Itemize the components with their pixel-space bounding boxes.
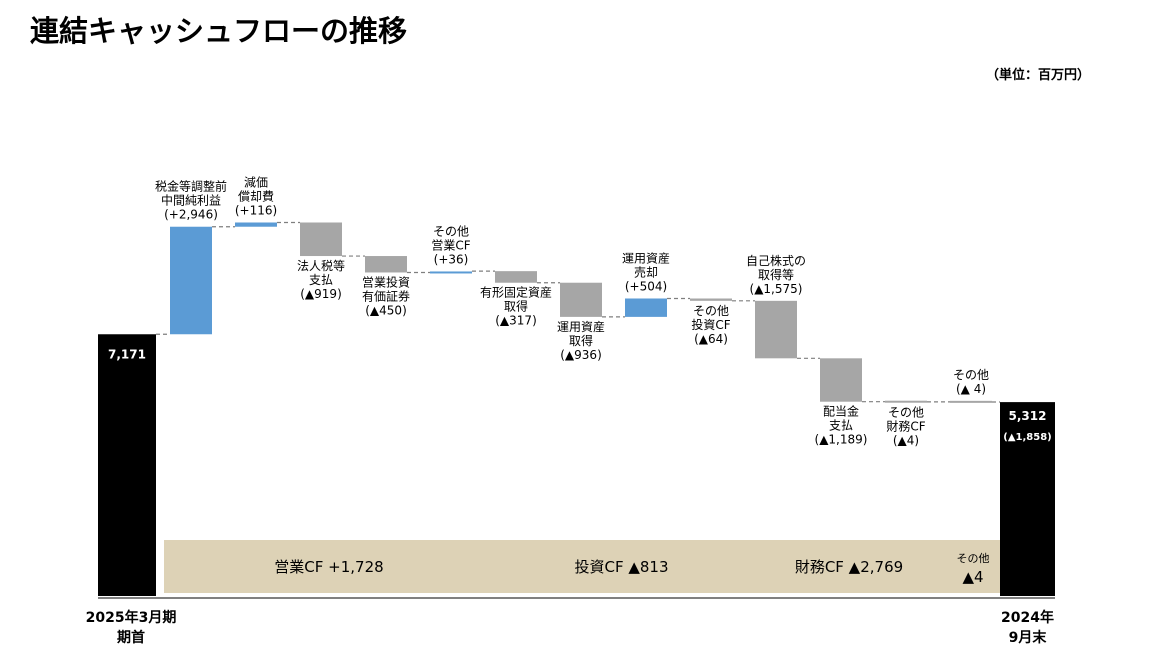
step-label-8-line-2: (▲64)	[694, 332, 728, 346]
end-axis-label-1: 9月末	[1009, 629, 1048, 646]
step-label-0-line-1: 中間純利益	[161, 193, 221, 208]
step-label-1-line-1: 償却費	[238, 188, 274, 203]
section-band-0	[164, 540, 494, 593]
section-label-3-line-1: ▲4	[962, 568, 983, 586]
step-label-1-line-0: 減価	[244, 174, 268, 189]
step-label-6-line-1: 取得	[569, 333, 593, 348]
step-label-2-line-1: 支払	[309, 273, 333, 287]
step-bar-7	[625, 298, 667, 317]
step-bar-12	[950, 400, 992, 403]
step-label-3-line-2: (▲450)	[365, 303, 407, 317]
step-label-9-line-1: 取得等	[758, 267, 794, 282]
step-label-10-line-0: 配当金	[823, 404, 859, 419]
step-label-10-line-1: 支払	[829, 419, 853, 433]
unit-label: （単位：百万円）	[985, 68, 1090, 83]
step-label-0-line-2: (+2,946)	[164, 208, 218, 222]
step-label-5-line-1: 取得	[504, 299, 528, 314]
start-axis-label-1: 期首	[117, 629, 145, 646]
step-bar-11	[885, 400, 927, 403]
step-label-7-line-2: (+504)	[625, 279, 667, 293]
start-axis-label-0: 2025年3月期	[86, 609, 177, 626]
step-label-7-line-0: 運用資産	[622, 250, 670, 265]
step-label-2-line-0: 法人税等	[297, 259, 345, 273]
step-label-5-line-2: (▲317)	[495, 314, 537, 328]
step-label-8-line-1: 投資CF	[691, 317, 730, 332]
step-bar-3	[365, 256, 407, 273]
section-label-2: 財務CF ▲2,769	[795, 558, 903, 576]
section-band-1	[489, 540, 754, 593]
step-bar-0	[170, 226, 212, 335]
step-label-12-line-0: その他	[953, 368, 989, 382]
step-label-5-line-0: 有形固定資産	[480, 285, 552, 300]
section-label-0: 営業CF +1,728	[274, 558, 383, 576]
step-label-3-line-1: 有価証券	[362, 288, 410, 303]
step-bar-6	[560, 282, 602, 317]
step-label-10-line-2: (▲1,189)	[815, 433, 868, 447]
step-label-1-line-2: (+116)	[235, 203, 277, 217]
step-label-7-line-1: 売却	[634, 264, 658, 279]
step-bar-1	[235, 222, 277, 227]
step-label-11-line-2: (▲4)	[893, 434, 919, 448]
start-bar	[98, 334, 156, 596]
step-label-4-line-2: (+36)	[434, 252, 469, 266]
page-title: 連結キャッシュフローの推移	[30, 14, 408, 48]
section-label-3-line-0: その他	[957, 552, 990, 565]
step-label-6-line-0: 運用資産	[557, 319, 605, 334]
step-label-4-line-0: その他	[433, 224, 469, 238]
step-label-4-line-1: 営業CF	[431, 238, 470, 252]
section-band-3	[944, 540, 1002, 593]
step-bar-5	[495, 271, 537, 283]
step-label-9-line-0: 自己株式の	[746, 253, 806, 268]
step-label-6-line-2: (▲936)	[560, 348, 602, 362]
end-bar	[1000, 402, 1055, 596]
step-bar-8	[690, 298, 732, 301]
step-label-3-line-0: 営業投資	[362, 274, 410, 289]
step-label-11-line-0: その他	[888, 406, 924, 420]
step-label-9-line-2: (▲1,575)	[750, 282, 803, 296]
end-axis-label-0: 2024年	[1001, 609, 1054, 626]
section-label-1: 投資CF ▲813	[574, 558, 668, 576]
step-bar-4	[430, 271, 472, 274]
step-bar-10	[820, 358, 862, 402]
step-bar-2	[300, 222, 342, 257]
end-value-label: 5,312	[1009, 409, 1047, 423]
step-label-2-line-2: (▲919)	[300, 287, 342, 301]
end-sub-label: (▲1,858)	[1003, 432, 1051, 443]
step-label-12-line-1: (▲ 4)	[956, 382, 986, 396]
step-label-0-line-0: 税金等調整前	[155, 179, 227, 194]
step-label-8-line-0: その他	[693, 304, 729, 318]
step-bar-9	[755, 300, 797, 359]
section-band-2	[749, 540, 949, 593]
step-label-11-line-1: 財務CF	[886, 419, 925, 434]
start-value-label: 7,171	[108, 347, 146, 361]
